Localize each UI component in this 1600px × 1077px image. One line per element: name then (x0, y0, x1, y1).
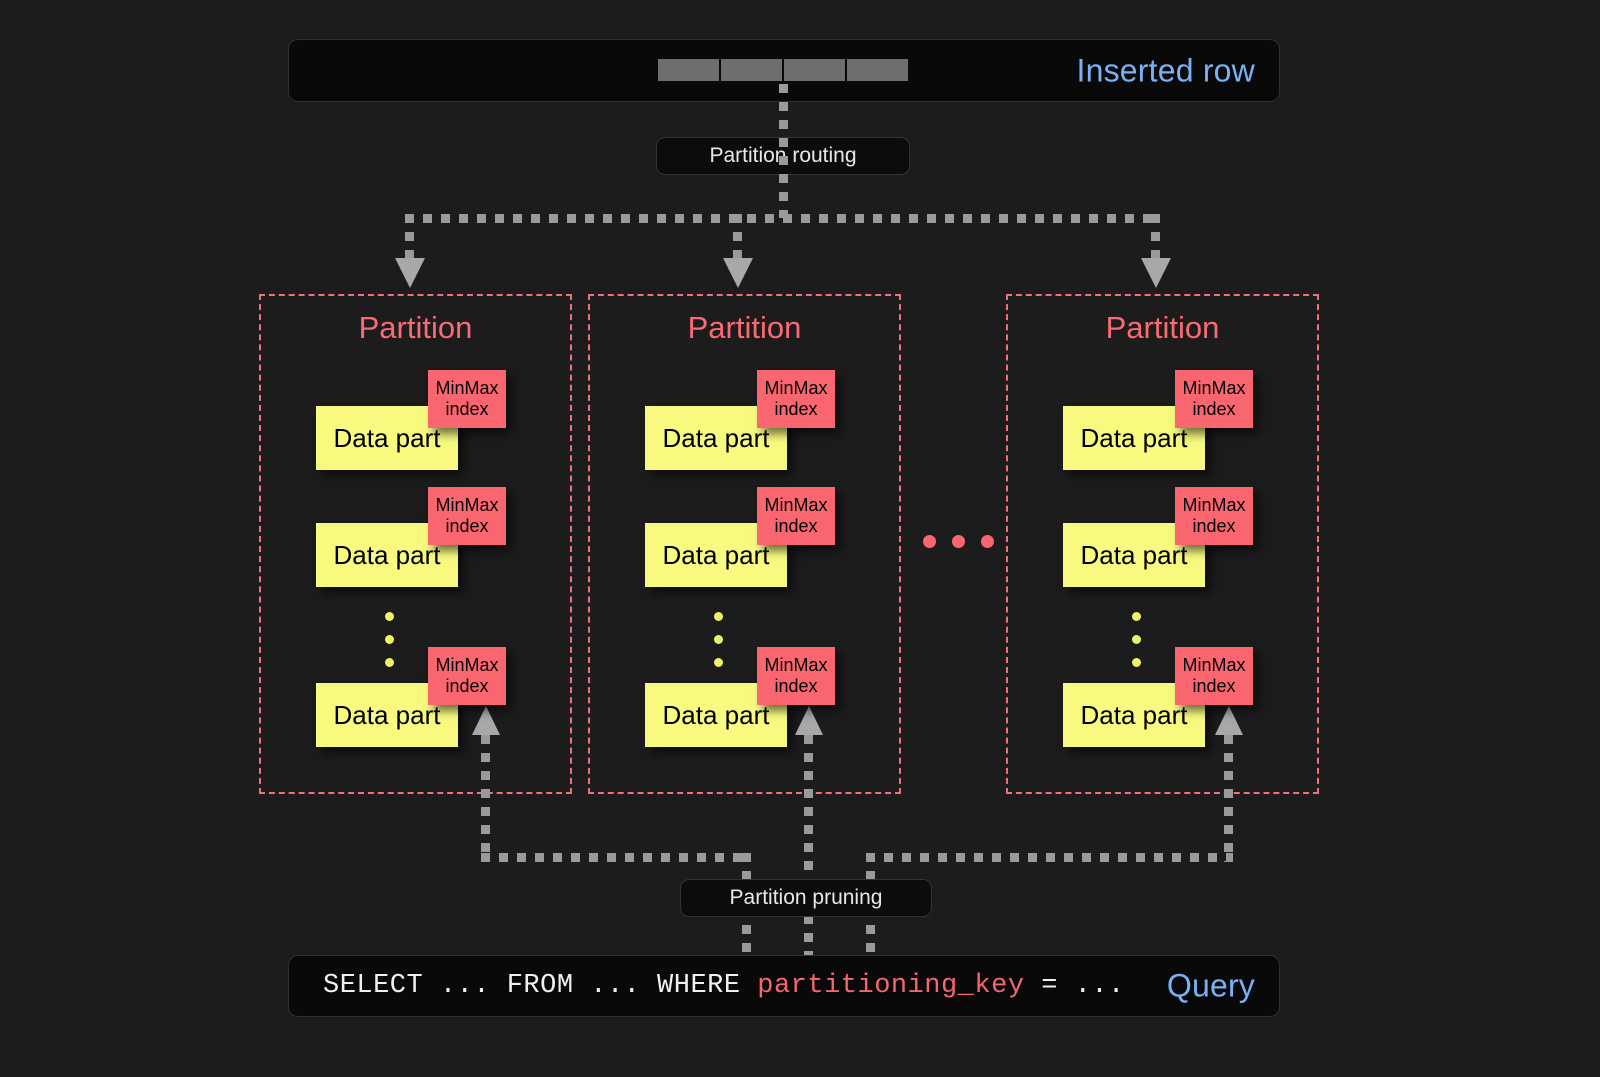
minmax-index-line-1: MinMax (435, 655, 499, 676)
minmax-index-box: MinMax index (428, 370, 506, 428)
pruning-bus-left (481, 853, 751, 862)
minmax-index-box: MinMax index (428, 487, 506, 545)
minmax-index-line-1: MinMax (435, 495, 499, 516)
routing-bus-line (405, 214, 1160, 223)
partition-title: Partition (687, 310, 802, 345)
ellipsis-dot (714, 658, 723, 667)
minmax-index-line-1: MinMax (1182, 495, 1246, 516)
data-part-ellipsis (1132, 612, 1141, 681)
arrow-into-partition-1 (395, 258, 425, 288)
ellipsis-dot (981, 535, 994, 548)
minmax-index-line-2: index (445, 676, 489, 696)
data-part-box: Data part (1063, 683, 1205, 747)
minmax-index-line-2: index (774, 516, 818, 536)
partition-ellipsis (923, 535, 994, 548)
arrow-into-partition-2-part (795, 706, 823, 735)
query-label: Query (1166, 967, 1255, 1004)
pruning-bus-right (866, 853, 1233, 862)
sql-prefix: SELECT ... FROM ... WHERE (323, 971, 758, 1001)
arrow-into-partition-3 (1141, 258, 1171, 288)
ellipsis-dot (1132, 612, 1141, 621)
ellipsis-dot (714, 612, 723, 621)
minmax-index-line-2: index (445, 399, 489, 419)
partition-pruning-box: Partition pruning (680, 879, 932, 917)
ellipsis-dot (385, 635, 394, 644)
query-bar: SELECT ... FROM ... WHERE partitioning_k… (288, 955, 1280, 1017)
partition-box-1: Partition MinMax index Data part MinMax … (259, 294, 572, 794)
ellipsis-dot (952, 535, 965, 548)
connector-pruning-to-partition-1 (481, 735, 490, 862)
ellipsis-dot (385, 658, 394, 667)
minmax-index-line-2: index (1192, 676, 1236, 696)
partition-title: Partition (358, 310, 473, 345)
sql-partitioning-key: partitioning_key (757, 971, 1025, 1001)
data-part-ellipsis (385, 612, 394, 681)
ellipsis-dot (1132, 658, 1141, 667)
minmax-index-line-2: index (445, 516, 489, 536)
inserted-row-cells (658, 59, 908, 81)
minmax-index-line-1: MinMax (764, 655, 828, 676)
minmax-index-box: MinMax index (1175, 647, 1253, 705)
minmax-index-box: MinMax index (757, 370, 835, 428)
query-sql-text: SELECT ... FROM ... WHERE partitioning_k… (323, 971, 1125, 1001)
ellipsis-dot (923, 535, 936, 548)
minmax-index-box: MinMax index (757, 647, 835, 705)
ellipsis-dot (714, 635, 723, 644)
partition-pruning-label: Partition pruning (729, 886, 883, 909)
minmax-index-box: MinMax index (1175, 487, 1253, 545)
arrow-into-partition-2 (723, 258, 753, 288)
data-part-box: Data part (316, 523, 458, 587)
sql-suffix: = ... (1024, 971, 1125, 1001)
minmax-index-line-1: MinMax (764, 378, 828, 399)
arrow-into-partition-3-part (1215, 706, 1243, 735)
connector-pruning-to-partition-2 (804, 735, 813, 963)
minmax-index-box: MinMax index (428, 647, 506, 705)
connector-bus-to-partition-2 (733, 214, 742, 258)
connector-routing-to-bus (779, 138, 788, 218)
minmax-index-line-1: MinMax (435, 378, 499, 399)
data-part-ellipsis (714, 612, 723, 681)
row-cell (847, 59, 908, 81)
minmax-index-line-2: index (1192, 516, 1236, 536)
inserted-row-label: Inserted row (1076, 52, 1255, 88)
minmax-index-line-2: index (774, 676, 818, 696)
minmax-index-line-1: MinMax (764, 495, 828, 516)
connector-row-to-routing (779, 84, 788, 138)
connector-bus-to-partition-3 (1151, 214, 1160, 258)
row-cell (658, 59, 719, 81)
ellipsis-dot (385, 612, 394, 621)
data-part-box: Data part (645, 406, 787, 470)
ellipsis-dot (1132, 635, 1141, 644)
row-cell (784, 59, 845, 81)
connector-pruning-to-partition-3 (1224, 735, 1233, 862)
minmax-index-line-1: MinMax (1182, 655, 1246, 676)
arrow-into-partition-1-part (472, 706, 500, 735)
minmax-index-line-1: MinMax (1182, 378, 1246, 399)
connector-bus-to-partition-1 (405, 214, 414, 258)
partition-box-2: Partition MinMax index Data part MinMax … (588, 294, 901, 794)
minmax-index-box: MinMax index (757, 487, 835, 545)
minmax-index-line-2: index (1192, 399, 1236, 419)
partition-title: Partition (1105, 310, 1220, 345)
partition-box-3: Partition MinMax index Data part MinMax … (1006, 294, 1319, 794)
minmax-index-box: MinMax index (1175, 370, 1253, 428)
minmax-index-line-2: index (774, 399, 818, 419)
row-cell (721, 59, 782, 81)
